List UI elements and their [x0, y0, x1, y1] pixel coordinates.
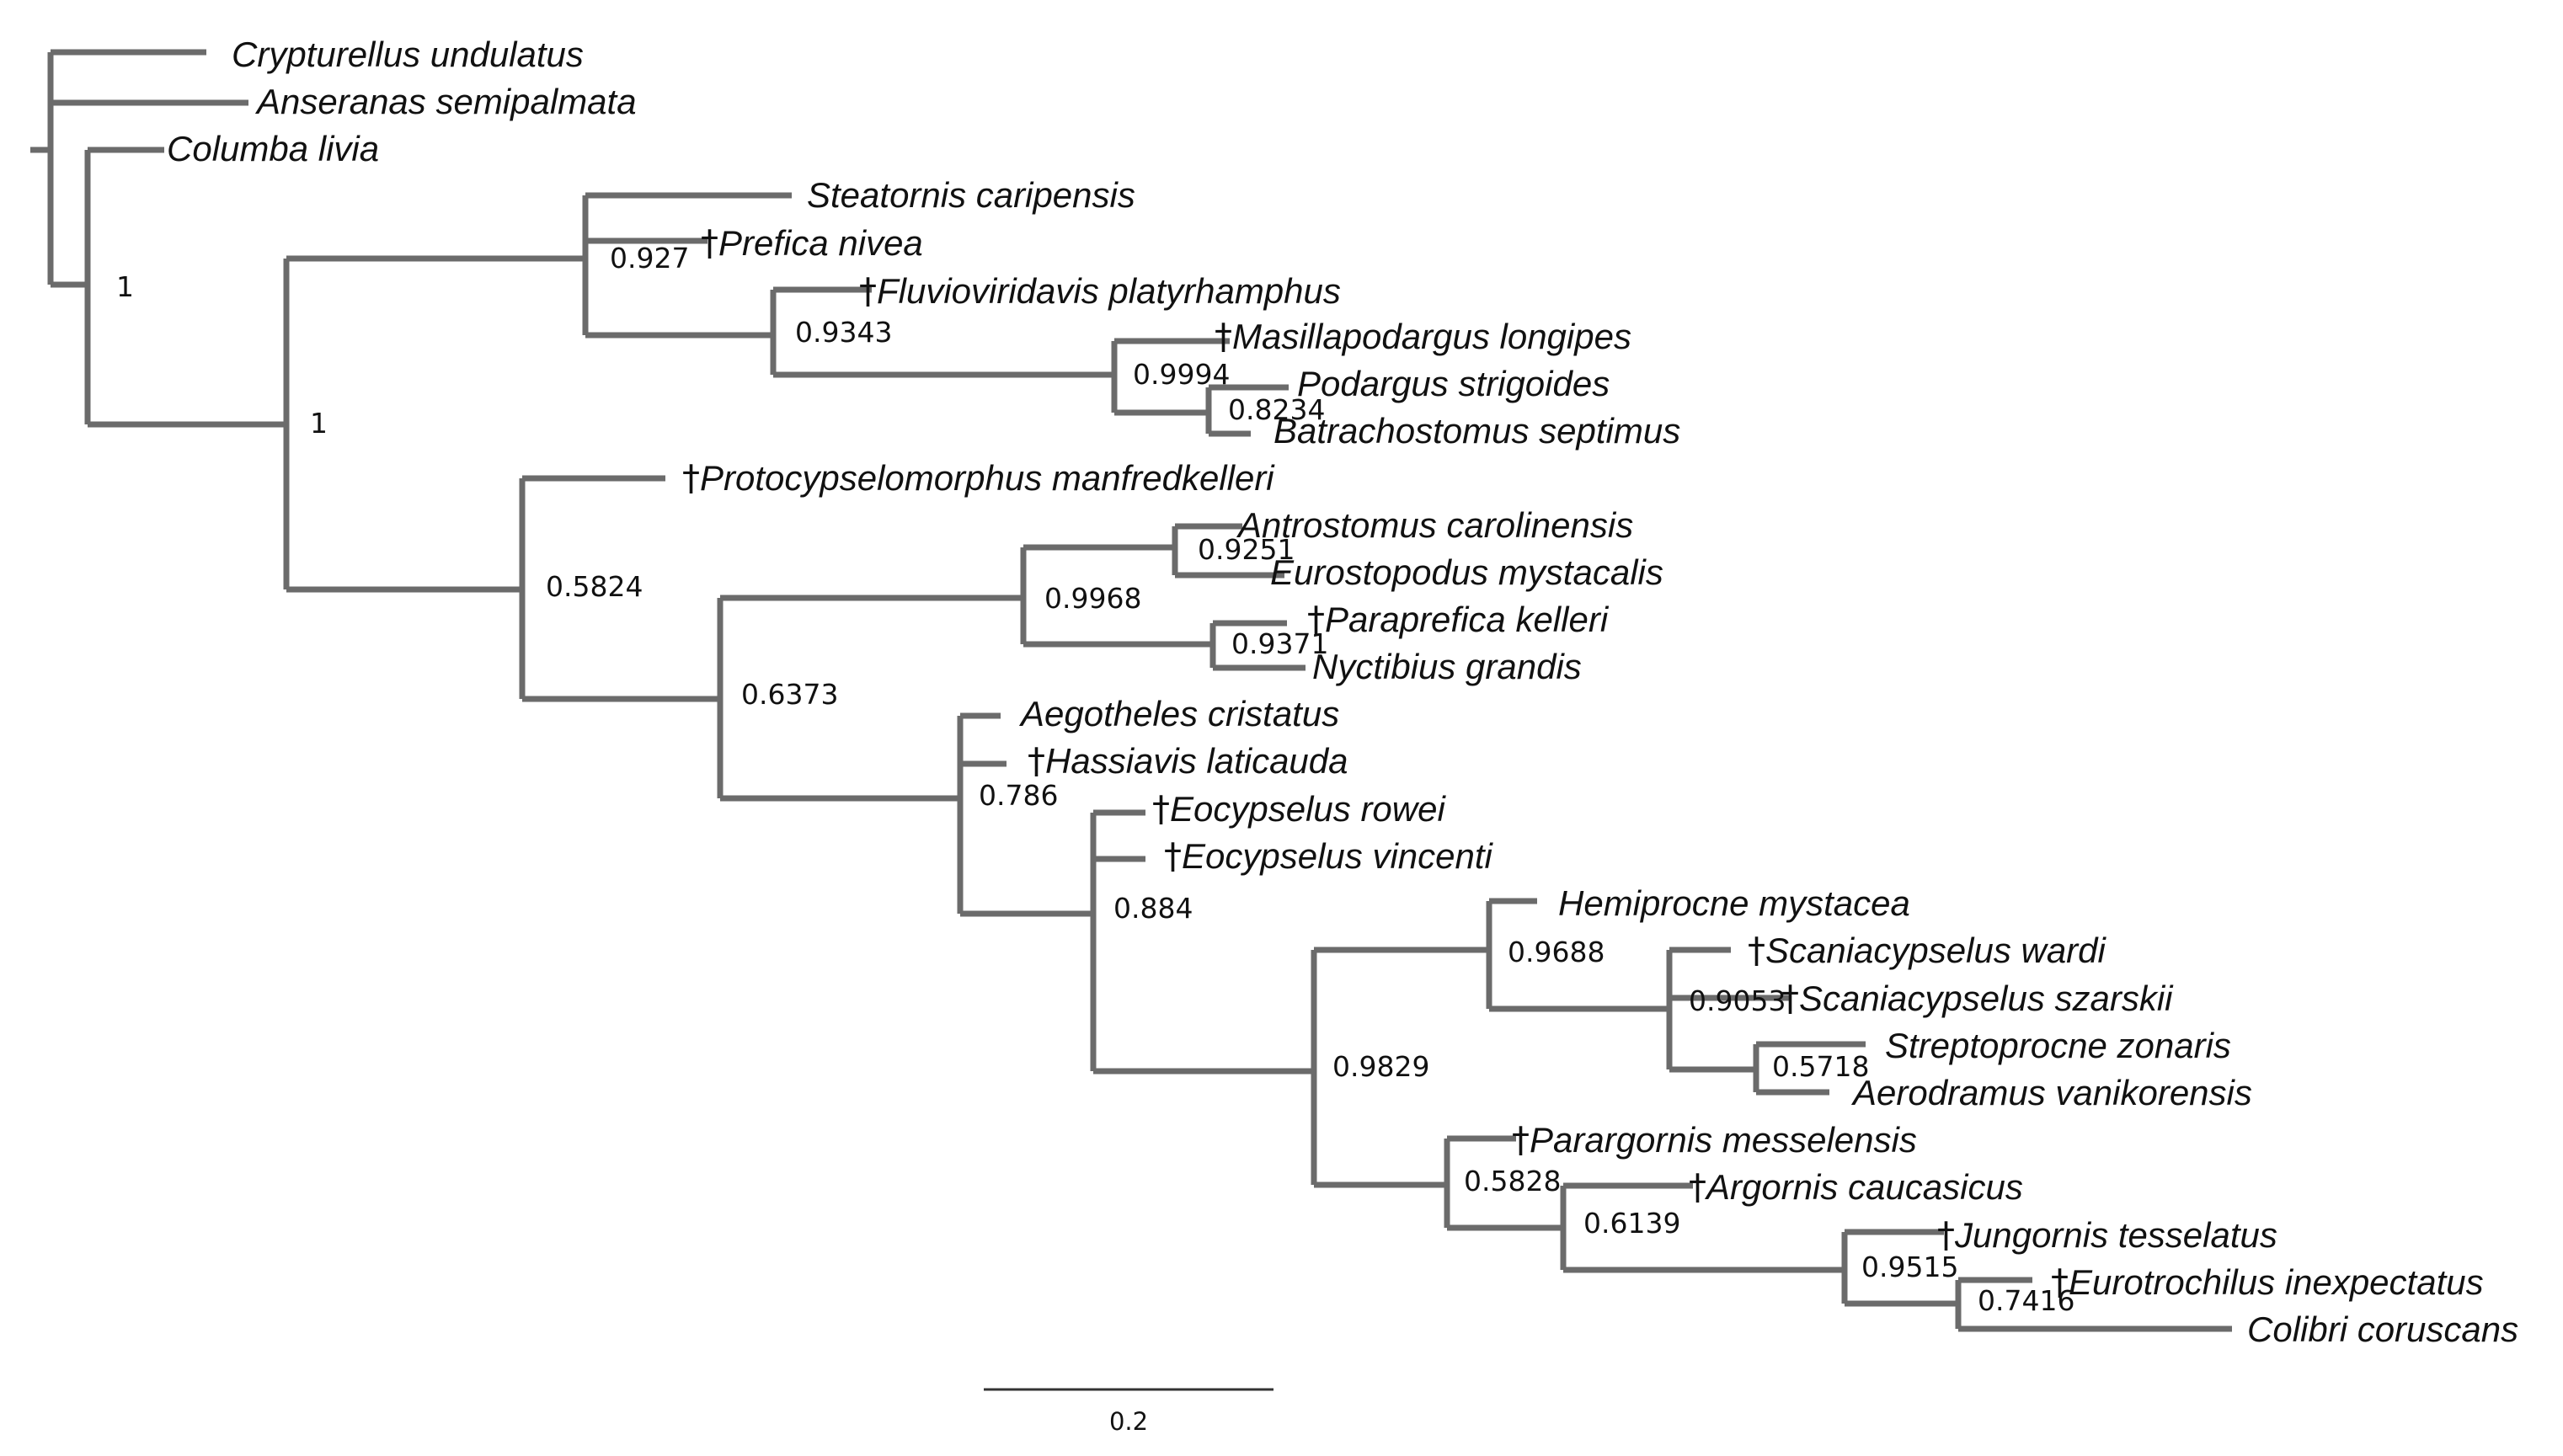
tree-branches	[30, 49, 2232, 1332]
fossil-dagger-icon: †	[1164, 835, 1182, 877]
fossil-dagger-icon: †	[1152, 788, 1170, 829]
taxon-name: Scaniacypselus szarskii	[1799, 979, 2174, 1018]
taxon-name: Jungornis tesselatus	[1954, 1215, 2277, 1255]
taxon-name: Aegotheles cristatus	[1018, 694, 1339, 733]
taxon-name: Antrostomus carolinensis	[1236, 505, 1633, 545]
taxon-name: Batrachostomus septimus	[1273, 411, 1680, 451]
taxon-name: Protocypselomorphus manfredkelleri	[700, 458, 1275, 498]
fossil-dagger-icon: †	[1937, 1214, 1955, 1256]
taxon-label: †Protocypselomorphus manfredkelleri	[682, 457, 1275, 499]
taxon-label: Steatornis caripensis	[807, 175, 1135, 215]
taxon-label: †Masillapodargus longipes	[1215, 316, 1631, 357]
taxon-name: Eocypselus rowei	[1170, 789, 1446, 829]
fossil-dagger-icon: †	[701, 222, 718, 264]
support-value: 0.8234	[1228, 393, 1325, 426]
taxon-label: †Prefica nivea	[701, 222, 923, 264]
fossil-dagger-icon: †	[1215, 316, 1232, 357]
taxon-name: Eurotrochilus inexpectatus	[2069, 1262, 2484, 1302]
taxon-label: †Argornis caucasicus	[1689, 1166, 2023, 1208]
support-value: 0.927	[610, 242, 689, 275]
taxon-name: Colibri coruscans	[2247, 1309, 2518, 1349]
taxon-label: †Jungornis tesselatus	[1937, 1214, 2277, 1256]
taxon-name: Eocypselus vincenti	[1182, 836, 1494, 876]
taxon-name: Crypturellus undulatus	[232, 35, 584, 74]
support-value: 1	[116, 270, 134, 303]
taxon-label: Hemiprocne mystacea	[1558, 883, 1910, 923]
support-value: 0.9343	[795, 316, 892, 349]
taxon-label: Streptoprocne zonaris	[1885, 1026, 2231, 1065]
taxon-name: Steatornis caripensis	[807, 175, 1135, 215]
taxon-label: Podargus strigoides	[1297, 364, 1610, 403]
support-value: 0.7416	[1978, 1284, 2074, 1317]
support-value: 0.9688	[1508, 936, 1605, 968]
support-value: 0.786	[979, 779, 1058, 812]
taxon-label: †Fluvioviridavis platyrhamphus	[859, 270, 1341, 312]
support-value: 0.9053	[1689, 984, 1786, 1017]
taxon-label: †Parargornis messelensis	[1512, 1119, 1917, 1160]
support-value: 0.9829	[1332, 1050, 1429, 1083]
taxon-label: Aerodramus vanikorensis	[1850, 1073, 2252, 1112]
support-value: 0.9994	[1133, 358, 1230, 391]
taxon-name: Nyctibius grandis	[1312, 647, 1582, 686]
support-value: 0.5824	[546, 570, 643, 603]
fossil-dagger-icon: †	[1748, 930, 1765, 971]
taxon-label: Nyctibius grandis	[1312, 647, 1582, 686]
support-value: 0.9968	[1044, 582, 1141, 615]
taxon-name: Prefica nivea	[718, 223, 923, 263]
taxon-name: Argornis caucasicus	[1704, 1167, 2023, 1207]
taxon-label: †Paraprefica kelleri	[1307, 599, 1610, 640]
taxon-label: Aegotheles cristatus	[1018, 694, 1339, 733]
fossil-dagger-icon: †	[1028, 740, 1045, 781]
taxon-label: Eurostopodus mystacalis	[1270, 552, 1663, 592]
fossil-dagger-icon: †	[682, 457, 700, 499]
support-value: 1	[310, 407, 328, 440]
support-value: 0.5718	[1772, 1050, 1869, 1083]
taxon-name: Podargus strigoides	[1297, 364, 1610, 403]
taxon-name: Parargornis messelensis	[1530, 1120, 1917, 1160]
taxon-name: Anseranas semipalmata	[254, 82, 637, 121]
support-value: 0.6373	[741, 678, 838, 711]
taxon-label: Antrostomus carolinensis	[1236, 505, 1633, 545]
taxon-label: †Eocypselus rowei	[1152, 788, 1446, 829]
taxon-label: Anseranas semipalmata	[254, 82, 637, 121]
support-value: 0.5828	[1464, 1165, 1561, 1197]
taxon-name: Streptoprocne zonaris	[1885, 1026, 2231, 1065]
fossil-dagger-icon: †	[1689, 1166, 1706, 1208]
fossil-dagger-icon: †	[859, 270, 877, 312]
fossil-dagger-icon: †	[1512, 1119, 1530, 1160]
taxon-label: †Eurotrochilus inexpectatus	[2051, 1261, 2484, 1303]
scale-bar: 0.2	[984, 1388, 1273, 1436]
taxon-name: Fluvioviridavis platyrhamphus	[877, 271, 1341, 311]
taxon-name: Paraprefica kelleri	[1325, 600, 1610, 639]
taxon-label: Colibri coruscans	[2247, 1309, 2518, 1349]
taxon-label: †Eocypselus vincenti	[1164, 835, 1494, 877]
taxon-label: Crypturellus undulatus	[232, 35, 584, 74]
taxon-label: †Hassiavis laticauda	[1028, 740, 1348, 781]
fossil-dagger-icon: †	[1781, 978, 1799, 1019]
taxon-label: †Scaniacypselus wardi	[1748, 930, 2107, 971]
scale-bar-label: 0.2	[1109, 1407, 1148, 1436]
taxon-label: Batrachostomus septimus	[1273, 411, 1680, 451]
support-value: 0.9515	[1861, 1251, 1958, 1283]
taxon-label: Columba livia	[167, 129, 379, 168]
support-value: 0.884	[1113, 892, 1193, 925]
support-value: 0.9371	[1231, 627, 1328, 660]
support-value: 0.6139	[1583, 1207, 1680, 1240]
fossil-dagger-icon: †	[1307, 599, 1325, 640]
taxon-name: Hemiprocne mystacea	[1558, 883, 1910, 923]
taxon-name: Eurostopodus mystacalis	[1270, 552, 1663, 592]
taxon-label: †Scaniacypselus szarskii	[1781, 978, 2174, 1019]
taxon-name: Scaniacypselus wardi	[1765, 931, 2107, 970]
support-value: 0.9251	[1198, 533, 1295, 566]
fossil-dagger-icon: †	[2051, 1261, 2069, 1303]
taxon-name: Masillapodargus longipes	[1232, 317, 1631, 356]
taxon-name: Hassiavis laticauda	[1045, 741, 1348, 781]
taxon-name: Aerodramus vanikorensis	[1850, 1073, 2252, 1112]
taxon-name: Columba livia	[167, 129, 379, 168]
